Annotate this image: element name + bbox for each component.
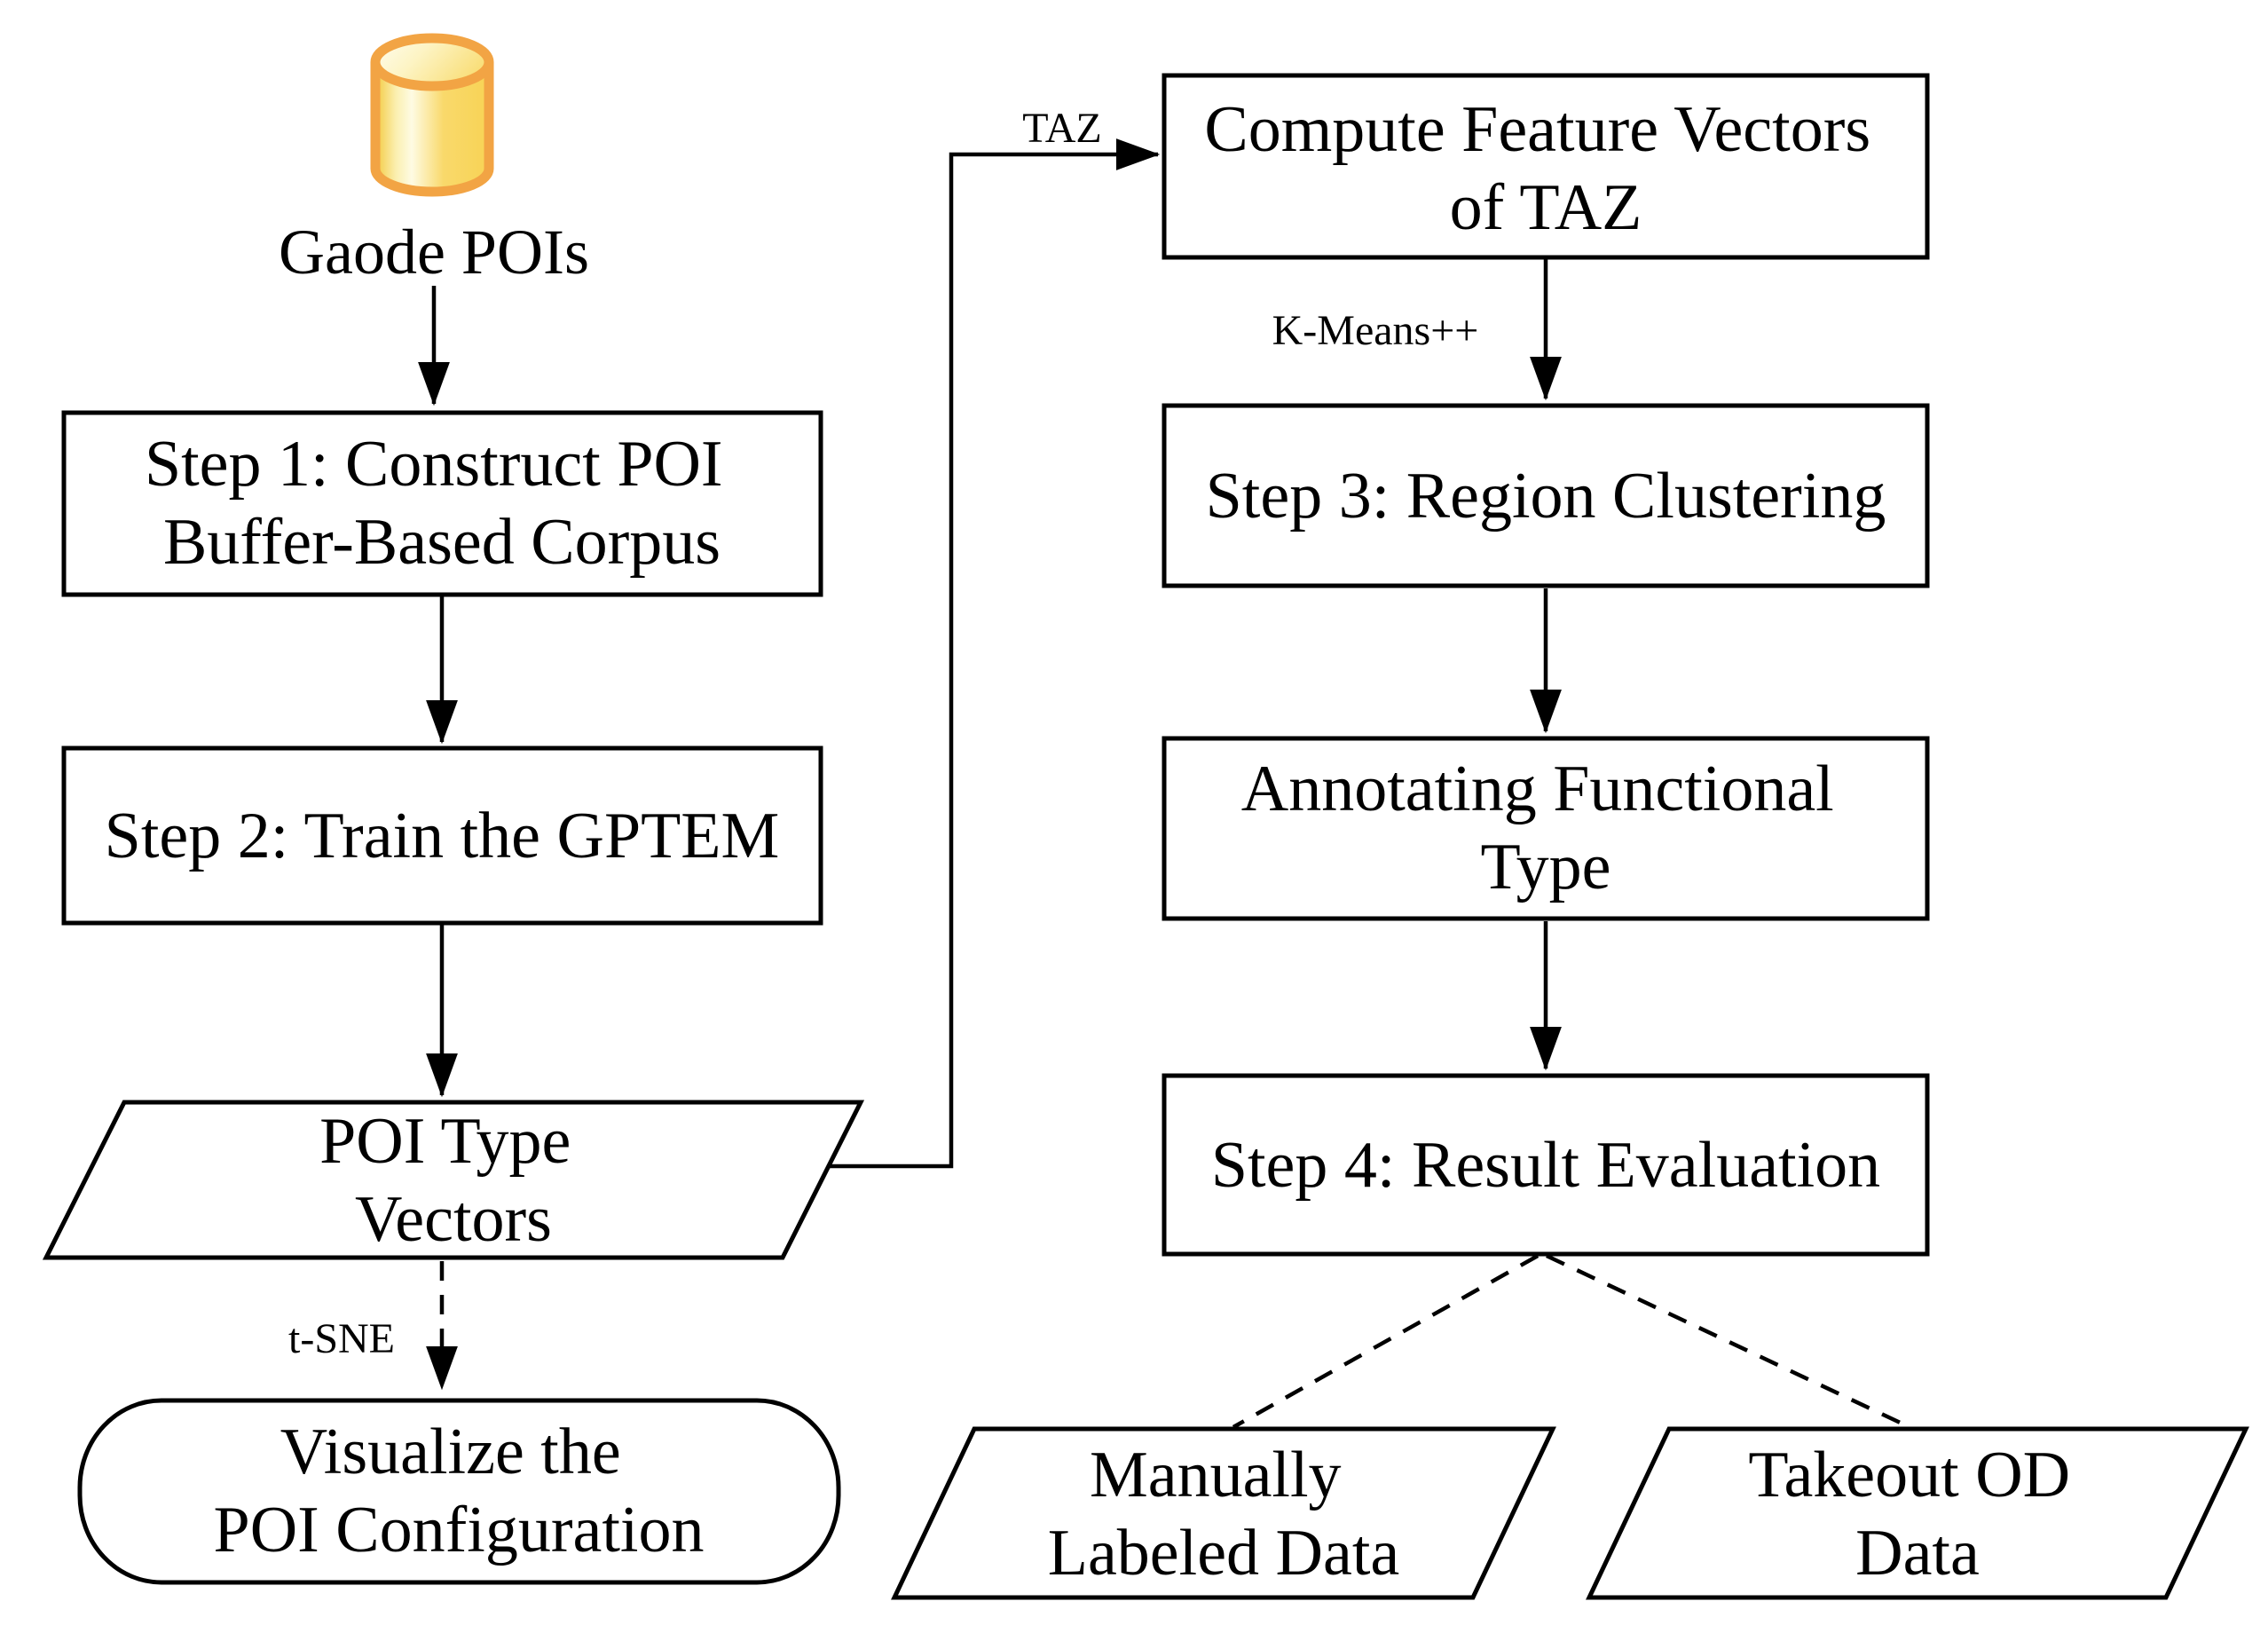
node-step3-box — [1162, 403, 1930, 588]
node-poi-vectors-line2: Vectors — [355, 1183, 552, 1256]
node-step4-line1: Step 4: Result Evaluation — [1211, 1129, 1880, 1202]
node-step1-line1: Step 1: Construct POI — [145, 428, 723, 501]
database-cylinder-body — [370, 62, 494, 197]
node-compute-taz-box — [1162, 73, 1930, 260]
node-visualize-line1: Visualize the — [280, 1416, 621, 1488]
node-poi-type-vectors-parallelogram — [42, 1100, 865, 1260]
node-manual-data-parallelogram — [891, 1426, 1556, 1600]
node-poi-vectors-line1: POI Type — [319, 1105, 571, 1178]
node-visualize-stadium — [77, 1398, 841, 1585]
svg-text:Compute Feature Vectors: Compute Feature Vectors of TAZ — [1204, 93, 1886, 244]
node-annotate-line1: Annotating Functional — [1241, 753, 1834, 825]
svg-text:POI Type Vectors: POI Type Vectors — [319, 1105, 587, 1256]
svg-text:Takeout OD Data: Takeout OD Data — [1748, 1439, 2086, 1590]
node-annotate-line2: Type — [1481, 831, 1611, 903]
node-step3: Step 3: Region Clustering — [1162, 403, 1930, 588]
node-manual-line1: Manually — [1090, 1439, 1342, 1511]
node-poi-type-vectors: POI Type Vectors — [42, 1100, 865, 1260]
node-step4-box — [1162, 1073, 1930, 1257]
node-compute-taz: Compute Feature Vectors of TAZ — [1162, 73, 1930, 260]
database-icon — [370, 33, 494, 197]
svg-text:Step 1: Construct POI Bu: Step 1: Construct POI Buffer-Based Corpu… — [145, 428, 739, 579]
node-annotate-box — [1162, 736, 1930, 921]
edge-step4-to-manual-data — [1232, 1254, 1540, 1429]
node-manual-data: Manually Labeled Data — [891, 1426, 1556, 1600]
node-takeout-data: Takeout OD Data — [1586, 1426, 2249, 1600]
node-visualize-line2: POI Configuration — [214, 1494, 705, 1566]
node-step1: Step 1: Construct POI Buffer-Based Corpu… — [61, 410, 823, 597]
node-step3-line1: Step 3: Region Clustering — [1206, 460, 1886, 532]
node-takeout-line2: Data — [1855, 1517, 1980, 1590]
svg-text:Step 3: Region Clustering: Step 3: Region Clustering — [1206, 460, 1886, 532]
edge-poi-vectors-to-compute-taz — [823, 138, 1161, 1169]
edge-step4-to-takeout-data — [1546, 1253, 1910, 1430]
edge-label-taz: TAZ — [1022, 105, 1101, 152]
database-label: Gaode POIs — [279, 217, 589, 288]
node-compute-line1: Compute Feature Vectors — [1204, 93, 1870, 166]
node-takeout-data-parallelogram — [1586, 1426, 2249, 1600]
node-takeout-line1: Takeout OD — [1748, 1439, 2070, 1511]
node-visualize: Visualize the POI Configuration — [77, 1398, 841, 1585]
node-step2-line1: Step 2: Train the GPTEM — [105, 800, 780, 872]
node-step1-line2: Buffer-Based Corpus — [163, 506, 721, 579]
node-compute-line2: of TAZ — [1450, 171, 1642, 244]
node-manual-line2: Labeled Data — [1048, 1517, 1400, 1590]
svg-text:Annotating Functional Ty: Annotating Functional Type — [1241, 753, 1851, 903]
svg-text:Visualize the POI Config: Visualize the POI Configuration — [214, 1416, 705, 1566]
node-step4: Step 4: Result Evaluation — [1162, 1073, 1930, 1257]
edge-label-kmeans: K-Means++ — [1272, 307, 1479, 354]
svg-text:Step 4: Result Evaluation: Step 4: Result Evaluation — [1211, 1129, 1880, 1202]
svg-text:Step 2: Train the GPTEM: Step 2: Train the GPTEM — [105, 800, 780, 872]
node-annotate: Annotating Functional Type — [1162, 736, 1930, 921]
node-step2-box — [61, 746, 823, 926]
svg-text:Manually Labeled Data: Manually Labeled Data — [1048, 1439, 1400, 1590]
edge-label-tsne: t-SNE — [288, 1315, 395, 1362]
node-step2: Step 2: Train the GPTEM — [61, 746, 823, 926]
node-step1-box — [61, 410, 823, 597]
database-cylinder-top — [370, 33, 494, 91]
